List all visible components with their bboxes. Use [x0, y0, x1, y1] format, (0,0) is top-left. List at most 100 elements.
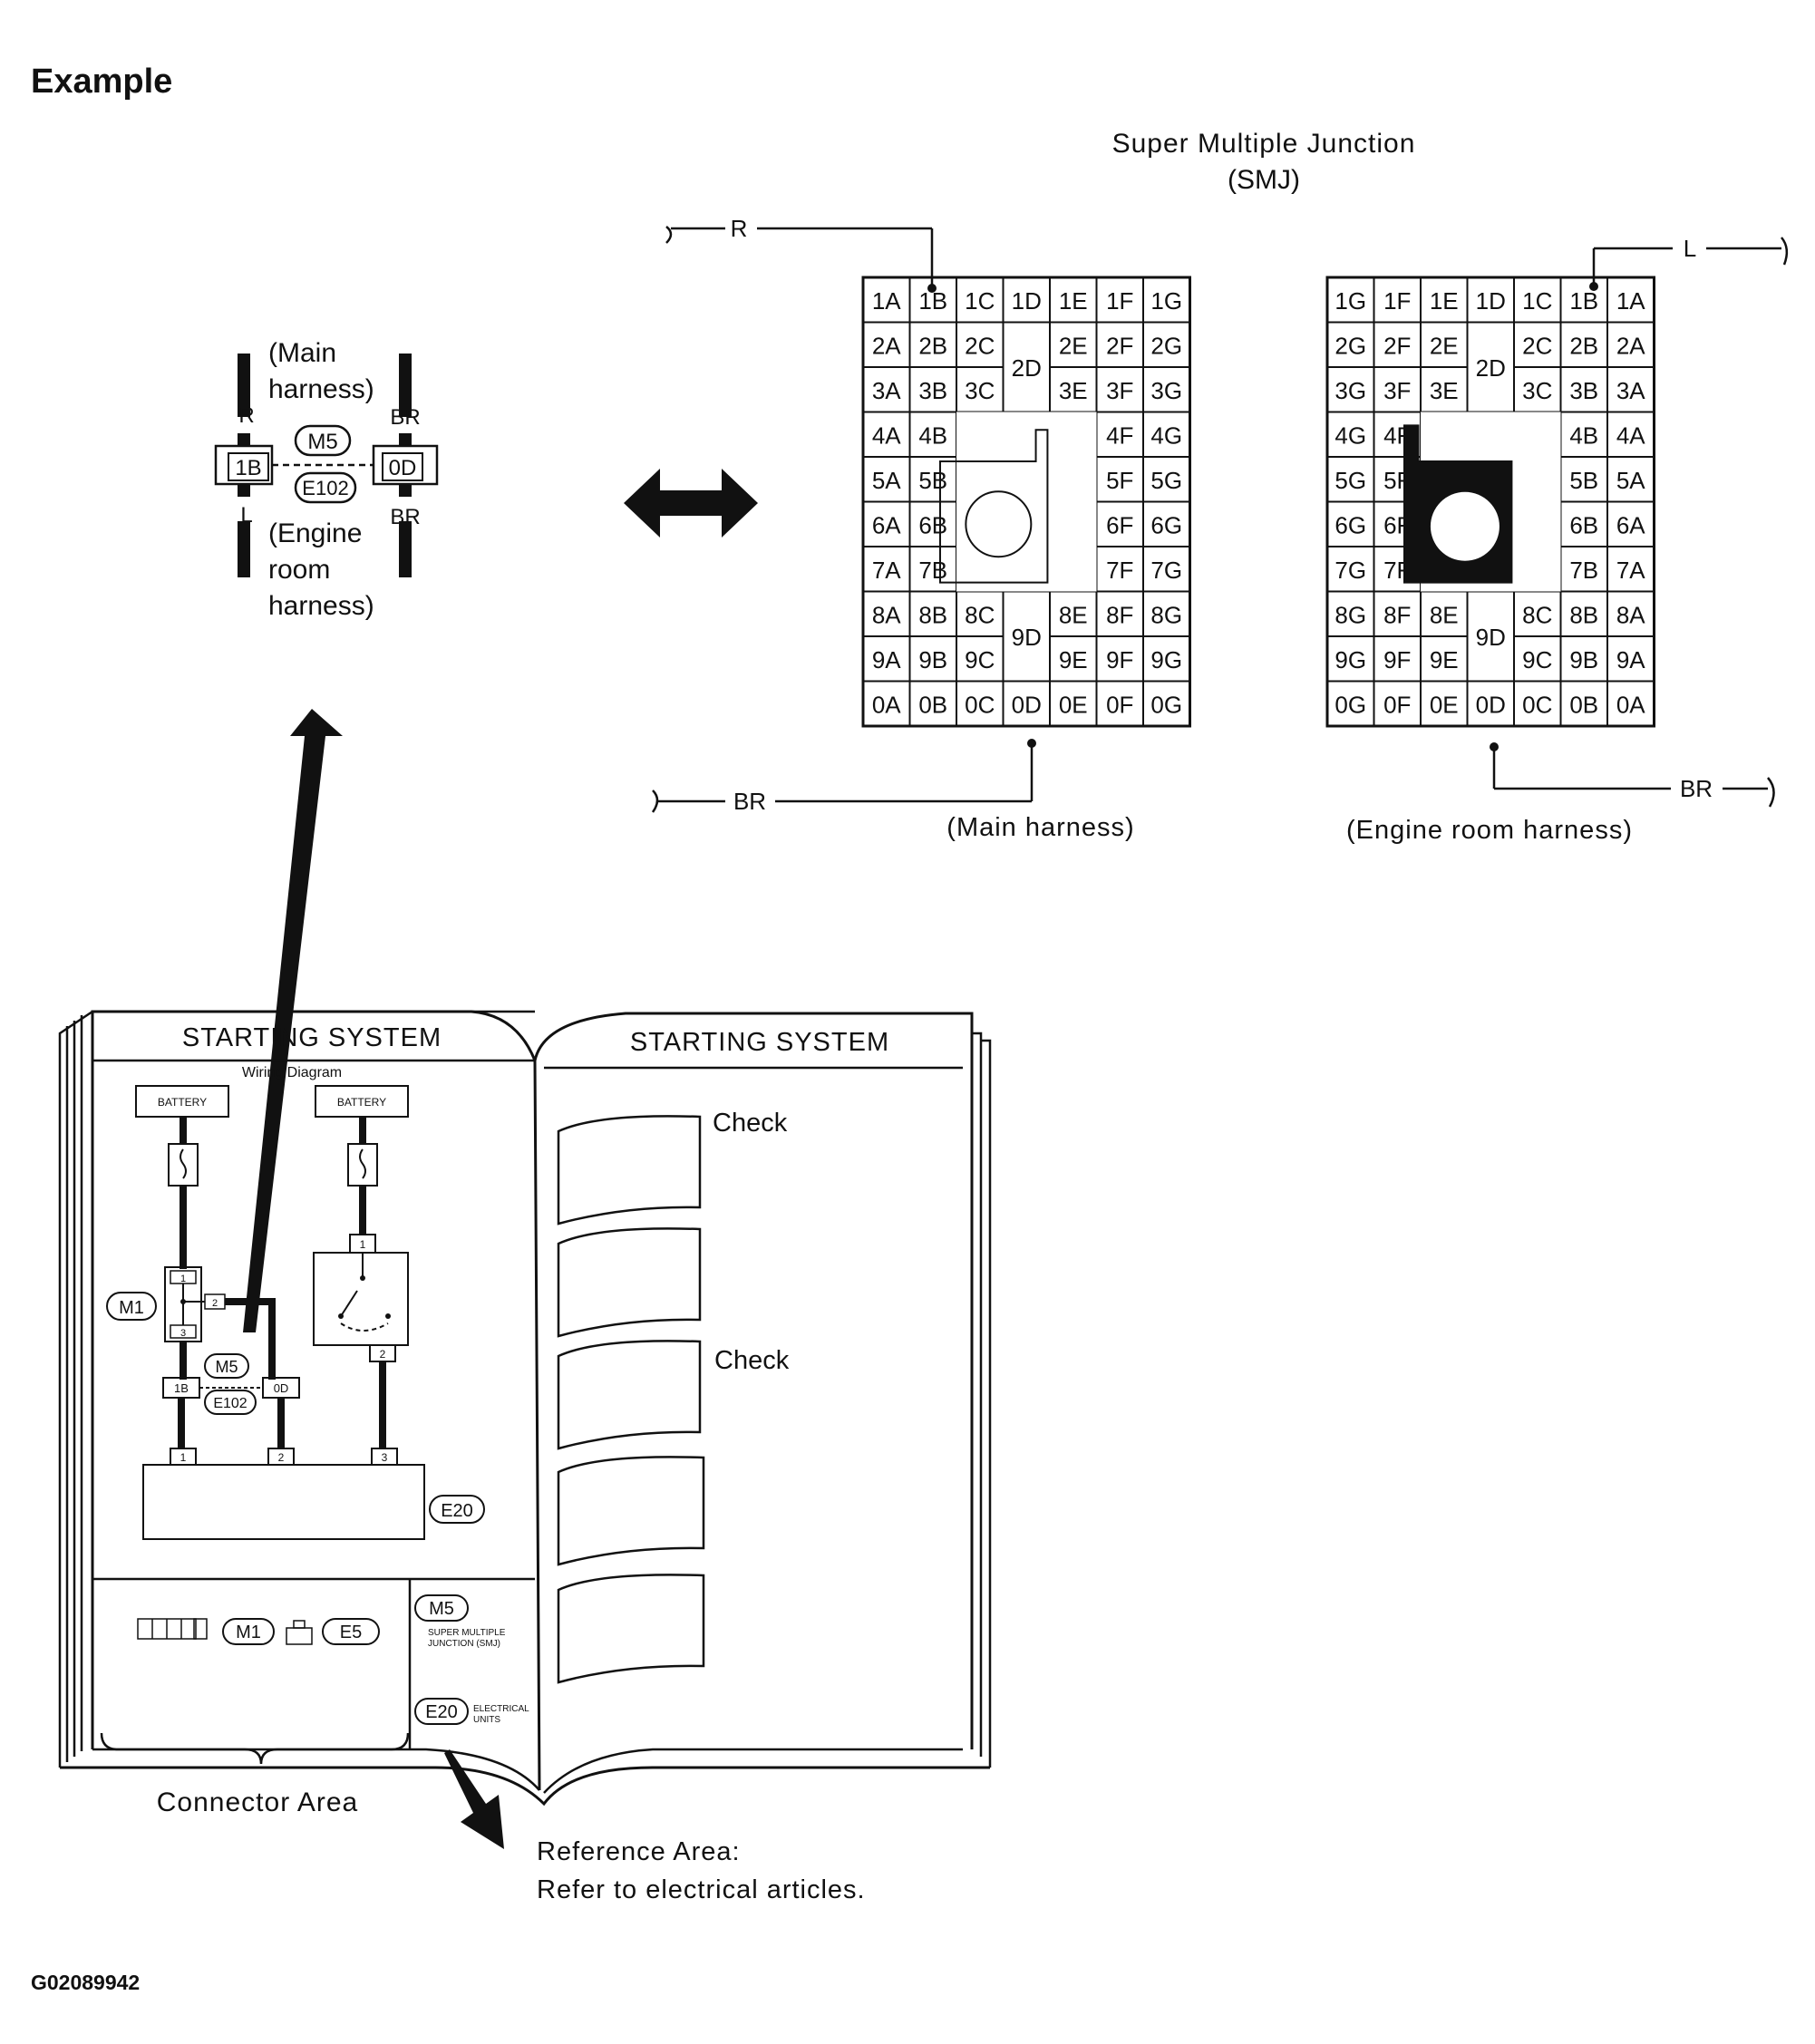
- ref-e20-text-1: ELECTRICAL: [473, 1704, 529, 1714]
- smj.main_grid-cell: 9C: [965, 646, 995, 673]
- smj.main_grid-cell: 5B: [918, 467, 947, 494]
- smj.engine_grid-cell: 9F: [1383, 646, 1411, 673]
- smj.engine_grid-cell: 2G: [1335, 332, 1366, 359]
- connector-area-e5: E5: [340, 1623, 362, 1642]
- smj.engine_grid-cell: 7G: [1335, 557, 1366, 584]
- connector-area-m1: M1: [236, 1623, 261, 1642]
- smj.engine_grid-cell: 8E: [1430, 601, 1459, 628]
- smj.main_grid-cell: 5G: [1150, 467, 1182, 494]
- smj.main_grid-cell: 8C: [965, 601, 995, 628]
- smj.main_grid-cell: 6F: [1106, 511, 1133, 538]
- smj.engine_grid-cell: 8F: [1383, 601, 1411, 628]
- smj.engine_grid-cell: 9A: [1616, 646, 1645, 673]
- smj.engine_grid-cell: 0B: [1569, 691, 1598, 718]
- smj.engine_grid-cell: 3B: [1569, 377, 1598, 404]
- detail-engine-label-1: (Engine: [268, 518, 362, 548]
- smj.engine_grid-cell: 3C: [1522, 377, 1552, 404]
- detail-wire-r: R: [238, 403, 254, 428]
- smj.engine_grid-cell: 6G: [1335, 511, 1366, 538]
- smj.main_grid-cell: 3A: [872, 377, 901, 404]
- smj.main_grid-cell: 9G: [1150, 646, 1182, 673]
- book-left-title: STARTING SYSTEM: [182, 1023, 442, 1052]
- smj.main_grid-cell: 0E: [1059, 691, 1088, 718]
- smj.main_grid-cell: 3B: [918, 377, 947, 404]
- smj.main_grid-cell: 9E: [1059, 646, 1088, 673]
- smj.main_grid-cell: 7B: [918, 557, 947, 584]
- smj.engine_grid-cell: 2A: [1616, 332, 1645, 359]
- detail-wire-br-top: BR: [390, 405, 420, 430]
- reference-area-line1: Reference Area:: [537, 1837, 741, 1866]
- smj.engine_grid-cell: 0C: [1522, 691, 1552, 718]
- smj.main_grid-cell: 4A: [872, 421, 901, 449]
- smj.main_grid-cell: 0F: [1106, 691, 1133, 718]
- pointer-arrow-icon: [243, 709, 343, 1332]
- m1-pin-2: 2: [212, 1298, 218, 1309]
- smj.main_grid-cell: 8A: [872, 601, 901, 628]
- smj-title-line1: Super Multiple Junction: [1112, 129, 1416, 159]
- smj.engine_grid-cell: 3F: [1383, 377, 1411, 404]
- smj-title-line2: (SMJ): [1228, 165, 1300, 195]
- smj.main_grid-cell: 7A: [872, 557, 901, 584]
- book-pin-1b: 1B: [174, 1381, 189, 1395]
- smj.main_grid-cell: 2C: [965, 332, 995, 359]
- connector-detail: (Main harness) R BR 1B 0D M5 E102 L BR (…: [214, 338, 439, 621]
- smj.main_grid-cell: 1F: [1106, 287, 1133, 315]
- smj.main_grid-cell: 3C: [965, 377, 995, 404]
- book-conn-m5: M5: [215, 1358, 238, 1376]
- engine-wire-br-label: BR: [1680, 775, 1713, 802]
- smj.main_grid-cell: 5A: [872, 467, 901, 494]
- smj.main_grid-cell: 1E: [1059, 287, 1088, 315]
- battery-label-1: BATTERY: [158, 1096, 207, 1109]
- smj.engine_grid-cell: 2C: [1522, 332, 1552, 359]
- detail-main-label-1: (Main: [268, 338, 336, 368]
- book-conn-e102: E102: [213, 1396, 247, 1411]
- switch-pin-1: 1: [360, 1238, 366, 1251]
- smj.main_grid-cell: 1D: [1012, 287, 1042, 315]
- smj.main_grid-cell: 0G: [1150, 691, 1182, 718]
- smj.main_grid-cell: 8F: [1106, 601, 1133, 628]
- smj.engine_grid-cell: 9G: [1335, 646, 1366, 673]
- smj.main_grid-cell: 0B: [918, 691, 947, 718]
- m1-pin-3: 3: [180, 1328, 186, 1339]
- book-conn-m1: M1: [119, 1298, 144, 1318]
- engine-harness-wire-br: BR: [1490, 742, 1775, 808]
- smj.main_grid-cell: 7G: [1150, 557, 1182, 584]
- smj.engine_grid-cell: 4B: [1569, 421, 1598, 449]
- detail-pin-1b: 1B: [235, 456, 261, 480]
- smj.main_grid-cell: 2B: [918, 332, 947, 359]
- smj.main_grid-cell: 1G: [1150, 287, 1182, 315]
- smj.engine_grid-cell: 1C: [1522, 287, 1552, 315]
- smj.main_grid-cell: 9B: [918, 646, 947, 673]
- detail-main-label-2: harness): [268, 374, 374, 404]
- reference-area-line2: Refer to electrical articles.: [537, 1875, 866, 1904]
- smj.engine_grid-cell: 4A: [1616, 421, 1645, 449]
- main-wire-r-label: R: [731, 215, 748, 242]
- main-harness-wire-br: BR: [651, 739, 1036, 815]
- smj.engine_grid-cell: 3A: [1616, 377, 1645, 404]
- smj.engine_grid-cell: 5B: [1569, 467, 1598, 494]
- smj.main_grid-cell: 4B: [918, 421, 947, 449]
- smj.engine_grid-cell: 2B: [1569, 332, 1598, 359]
- smj.engine_grid-cell: 9B: [1569, 646, 1598, 673]
- smj.engine_grid-cell: 7A: [1616, 557, 1645, 584]
- main-wire-br-label: BR: [733, 788, 766, 815]
- battery-label-2: BATTERY: [337, 1096, 386, 1109]
- detail-engine-label-3: harness): [268, 591, 374, 621]
- book-conn-e20: E20: [441, 1501, 473, 1521]
- smj.engine_grid-cell: 6B: [1569, 511, 1598, 538]
- smj.main_grid-cell: 1A: [872, 287, 901, 315]
- switch-pin-2: 2: [380, 1348, 386, 1361]
- heading: Example: [31, 63, 172, 101]
- smj.engine_grid-cell: 0F: [1383, 691, 1411, 718]
- smj.main_grid-cell: 8E: [1059, 601, 1088, 628]
- reference-arrow-icon: [444, 1749, 504, 1849]
- m1-pin-1: 1: [180, 1274, 186, 1284]
- ref-conn-e20: E20: [425, 1702, 458, 1722]
- open-book: STARTING SYSTEM Wiring Diagram STARTING …: [58, 1010, 992, 1807]
- smj.main_grid-cell: 8B: [918, 601, 947, 628]
- smj.engine_grid-cell: 3G: [1335, 377, 1366, 404]
- detail-pin-0d: 0D: [389, 456, 417, 480]
- engine-wire-l-label: L: [1684, 235, 1696, 262]
